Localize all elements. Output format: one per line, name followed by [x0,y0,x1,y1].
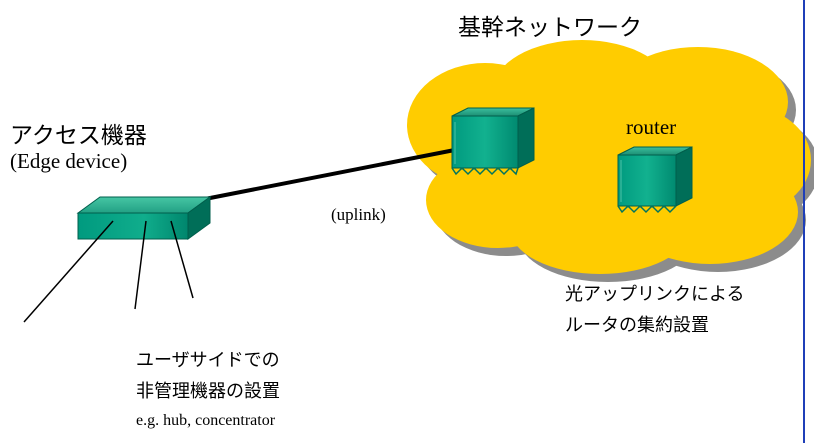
edge-device-label: (Edge device) [10,149,128,173]
user-side-note-line: 非管理機器の設置 [136,381,280,402]
edge-hub-icon [76,196,212,240]
user-side-lines [23,220,194,323]
router-label: router [626,115,677,139]
example-note: e.g. hub, concentrator [136,412,276,429]
aggregation-note-line: 光アップリンクによる [565,284,745,305]
backbone-network-title: 基幹ネットワーク [458,15,642,41]
uplink-router-icon [451,107,535,176]
uplink-line [204,145,471,201]
access-device-title: アクセス機器 [10,123,147,149]
user-side-note-line: ユーザサイドでの [136,350,280,371]
core-router-icon [617,146,693,214]
aggregation-note-line: ルータの集約設置 [565,315,709,336]
uplink-label: (uplink) [331,205,386,224]
aggregation-note: 光アップリンクによる ルータの集約設置 [565,279,744,341]
user-side-note: ユーザサイドでの 非管理機器の設置 [136,345,280,407]
